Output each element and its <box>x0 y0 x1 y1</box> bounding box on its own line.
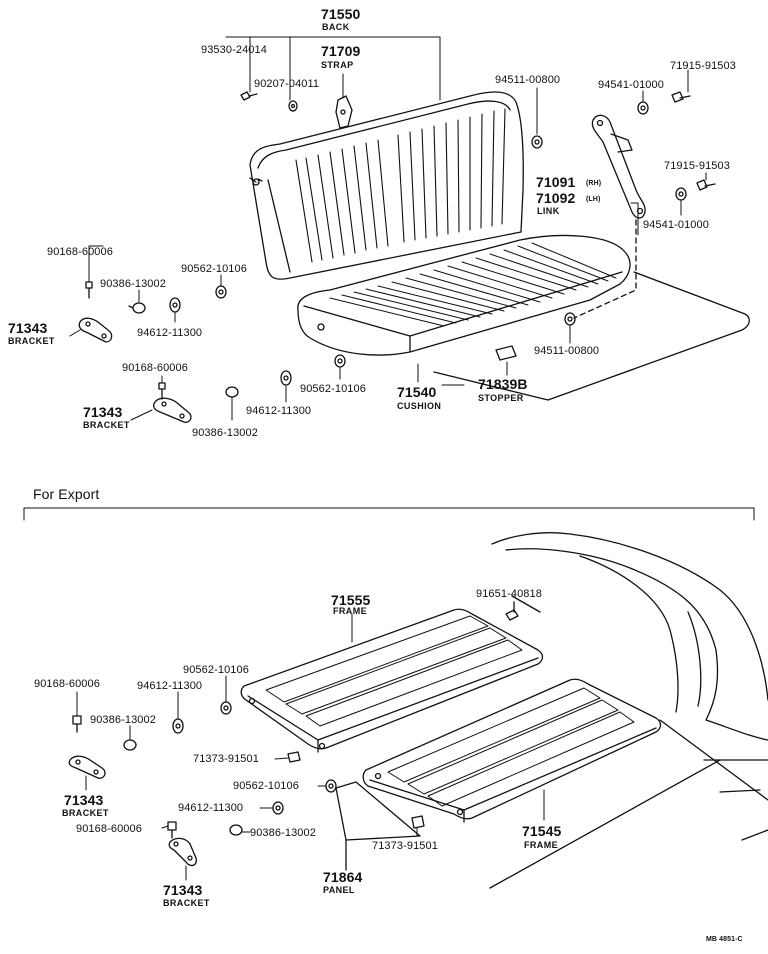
clip-icon <box>288 752 300 762</box>
vehicle-body-outline <box>490 533 768 888</box>
part-number: 90562-10106 <box>181 263 247 275</box>
screw-icon <box>73 716 81 732</box>
part-number: 94511-00800 <box>495 74 561 86</box>
part-name: LINK <box>537 206 560 216</box>
bracket-icon <box>154 398 191 422</box>
part-number: 94612-11300 <box>246 405 312 417</box>
seat-cushion-illustration <box>298 236 630 356</box>
part-number: 71915-91503 <box>670 60 736 72</box>
part-name: FRAME <box>524 840 558 850</box>
bracket-icon <box>69 756 105 778</box>
part-number: 71373-91501 <box>372 840 438 852</box>
part-number: 71839B <box>478 376 528 392</box>
part-number: 90386-13002 <box>192 427 258 439</box>
part-number: 91651-40818 <box>476 588 542 600</box>
part-name: STRAP <box>321 60 354 70</box>
reference-code: MB 4851-C <box>706 936 743 943</box>
bolt-icon <box>672 92 690 102</box>
part-name: BRACKET <box>83 420 130 430</box>
washer-icon <box>676 188 686 200</box>
part-name: BRACKET <box>163 898 210 908</box>
part-number: 71091 <box>536 174 576 190</box>
part-number: 71550 <box>321 6 361 22</box>
part-name: CUSHION <box>397 401 442 411</box>
side-tag: (RH) <box>586 180 602 187</box>
washer-icon <box>173 719 183 733</box>
part-name: BACK <box>322 22 350 32</box>
part-number: 93530-24014 <box>201 44 267 56</box>
frame-illustration <box>241 609 542 752</box>
part-number: 71864 <box>323 869 363 885</box>
part-number: 71709 <box>321 43 361 59</box>
floor-outline <box>434 272 749 400</box>
bolt-icon <box>506 602 518 620</box>
part-number: 71915-91503 <box>664 160 730 172</box>
part-number: 71343 <box>8 320 48 336</box>
bracket-icon <box>79 318 111 342</box>
screw-icon <box>168 822 176 838</box>
washer-icon <box>281 371 291 385</box>
part-number: 90168-60006 <box>122 362 188 374</box>
part-number: 94612-11300 <box>137 327 203 339</box>
collar-icon <box>230 825 242 835</box>
part-number: 94541-01000 <box>598 79 664 91</box>
clip-icon <box>412 816 424 828</box>
collar-icon <box>129 303 145 313</box>
bolt-icon <box>241 92 257 100</box>
part-number: 71343 <box>83 404 123 420</box>
part-name: STOPPER <box>478 393 524 403</box>
part-number: 71343 <box>64 792 104 808</box>
part-number: 90562-10106 <box>300 383 366 395</box>
washer-icon <box>638 102 648 114</box>
nut-icon <box>289 101 297 111</box>
part-number: 90386-13002 <box>90 714 156 726</box>
part-number: 71373-91501 <box>193 753 259 765</box>
nut-icon <box>216 286 226 298</box>
panel-illustration <box>336 782 420 870</box>
section-title: For Export <box>33 486 100 502</box>
link-illustration <box>592 115 645 218</box>
part-number: 90168-60006 <box>76 823 142 835</box>
part-number: 90386-13002 <box>250 827 316 839</box>
stopper-icon <box>496 346 516 360</box>
part-number: 71092 <box>536 190 576 206</box>
part-name: FRAME <box>333 606 367 616</box>
nut-icon <box>221 702 231 714</box>
strap-illustration <box>336 96 352 128</box>
part-number: 71545 <box>522 823 562 839</box>
washer-icon <box>532 136 542 148</box>
part-number: 71343 <box>163 882 203 898</box>
part-number: 90562-10106 <box>233 780 299 792</box>
seat-back-illustration <box>250 92 523 279</box>
washer-icon <box>565 313 575 325</box>
nut-icon <box>273 802 283 814</box>
part-number: 94541-01000 <box>643 219 709 231</box>
side-tag: (LH) <box>586 196 601 203</box>
bolt-icon <box>697 180 715 190</box>
screw-icon <box>159 383 165 399</box>
part-number: 71555 <box>331 592 371 608</box>
section-bracket <box>24 508 754 520</box>
collar-icon <box>226 387 238 397</box>
washer-icon <box>170 298 180 312</box>
part-number: 94612-11300 <box>178 802 244 814</box>
bracket-icon <box>169 838 196 865</box>
part-number: 94612-11300 <box>137 680 203 692</box>
screw-icon <box>86 282 92 298</box>
part-number: 90562-10106 <box>183 664 249 676</box>
nut-icon <box>335 355 345 367</box>
part-number: 94511-00800 <box>534 345 600 357</box>
collar-icon <box>124 740 136 750</box>
frame-illustration <box>363 679 660 822</box>
part-name: BRACKET <box>62 808 109 818</box>
part-name: BRACKET <box>8 336 55 346</box>
part-number: 71540 <box>397 384 437 400</box>
part-name: PANEL <box>323 885 355 895</box>
part-number: 90168-60006 <box>47 246 113 258</box>
nut-icon <box>326 780 336 792</box>
part-number: 90386-13002 <box>100 278 166 290</box>
part-number: 90168-60006 <box>34 678 100 690</box>
part-number: 90207-04011 <box>254 78 320 90</box>
